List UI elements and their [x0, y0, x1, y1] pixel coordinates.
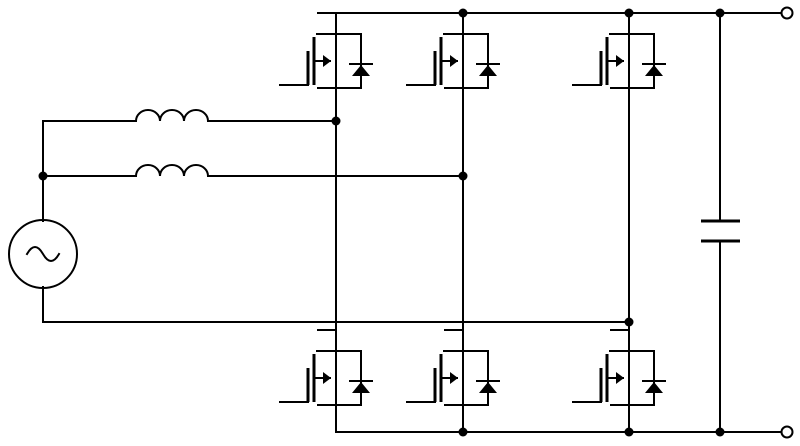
- junction-dot: [458, 427, 468, 437]
- dc-link-capacitor: [701, 12, 740, 433]
- switch-lower-3: [571, 328, 667, 407]
- junction-dot: [624, 427, 634, 437]
- inductor-bottom: [134, 164, 210, 178]
- switch-lower-2: [405, 328, 501, 407]
- switch-upper-1: [278, 11, 374, 90]
- junction-dot: [38, 171, 48, 181]
- inductor-bottom-coil: [134, 164, 210, 178]
- ac-input-wires: [42, 120, 630, 323]
- dc-bus-wires: [335, 12, 784, 433]
- junction-dot: [715, 427, 725, 437]
- inductor-top: [134, 109, 210, 123]
- ac-source-circle: [8, 219, 78, 289]
- junction-dot: [331, 116, 341, 126]
- junction-dot: [624, 317, 634, 327]
- junction-dot: [715, 8, 725, 18]
- positive-output-terminal: [780, 6, 794, 20]
- inductor-top-coil: [134, 109, 210, 123]
- junction-dot: [458, 171, 468, 181]
- ac-source: [8, 219, 78, 289]
- sine-wave-icon: [25, 246, 61, 262]
- negative-output-terminal: [780, 425, 794, 439]
- switch-upper-3: [571, 11, 667, 90]
- switch-lower-1: [278, 328, 374, 407]
- junction-dots: [38, 8, 725, 437]
- junction-dot: [458, 8, 468, 18]
- switch-upper-2: [405, 11, 501, 90]
- output-terminals: [780, 6, 794, 439]
- junction-dot: [624, 8, 634, 18]
